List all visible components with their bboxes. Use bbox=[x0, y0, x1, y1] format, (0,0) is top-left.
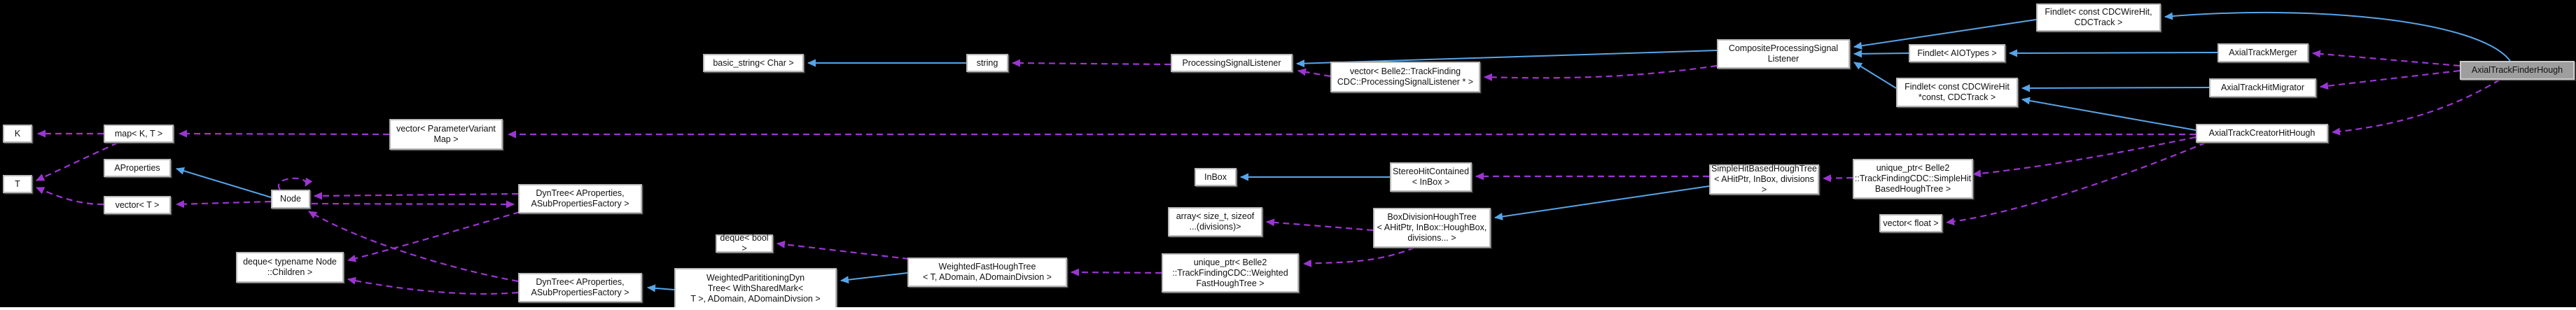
node-vector-parameter-variant-map[interactable]: vector< ParameterVariant Map > bbox=[389, 119, 503, 150]
edge-boxdiv-array bbox=[1266, 218, 1374, 232]
edge-uptrwfht-wfht bbox=[1071, 268, 1162, 276]
edge-psl-string bbox=[1012, 59, 1171, 67]
node-box-division-hough-tree[interactable]: BoxDivisionHoughTree < AHitPtr, InBox::H… bbox=[1373, 208, 1491, 248]
node-axial-track-finder-hough[interactable]: AxialTrackFinderHough bbox=[2460, 61, 2575, 80]
node-axial-track-creator-hit-hough[interactable]: AxialTrackCreatorHitHough bbox=[2196, 124, 2328, 143]
edge-creator-uptrsimple bbox=[1972, 136, 2196, 178]
node-axial-track-merger[interactable]: AxialTrackMerger bbox=[2218, 43, 2309, 62]
edge-node-selfloop bbox=[277, 177, 313, 190]
edge-dyntreeupper-node bbox=[314, 192, 519, 200]
node-weighted-fast-hough-tree[interactable]: WeightedFastHoughTree < T, ADomain, ADom… bbox=[907, 258, 1067, 287]
node-processing-signal-listener[interactable]: ProcessingSignalListener bbox=[1171, 54, 1293, 72]
page-bottom-strip bbox=[0, 307, 2576, 310]
usage-edges bbox=[36, 50, 2500, 295]
node-dyntree-upper[interactable]: DynTree< AProperties, ASubPropertiesFact… bbox=[518, 184, 642, 213]
edge-creator-findletwhct bbox=[2021, 97, 2196, 131]
node-aproperties[interactable]: AProperties bbox=[104, 159, 171, 177]
node-weighted-partitioning-dyn-tree[interactable]: WeightedParititioningDyn Tree< WithShare… bbox=[674, 268, 837, 309]
edge-dyntreeupper-dequechildren bbox=[347, 211, 520, 262]
edge-node-vectort bbox=[176, 200, 272, 209]
node-stereo-hit-contained-inbox[interactable]: StereoHitContained < InBox > bbox=[1390, 162, 1472, 192]
node-composite-processing-signal-listener[interactable]: CompositeProcessingSignal Listener bbox=[1717, 39, 1850, 69]
edge-boxdiv-uptrwfht bbox=[1303, 246, 1415, 267]
edge-dyntreelower-dequechildren bbox=[347, 276, 519, 295]
edge-finder-creator bbox=[2332, 79, 2500, 136]
node-deque-node-children[interactable]: deque< typename Node ::Children > bbox=[236, 252, 344, 283]
edge-composite-psl bbox=[1296, 50, 1718, 68]
node-t[interactable]: T bbox=[3, 175, 32, 193]
node-findlet-aiotypes[interactable]: Findlet< AIOTypes > bbox=[1909, 44, 2005, 62]
node-inbox[interactable]: InBox bbox=[1195, 168, 1237, 186]
edge-merger-findletaio bbox=[2009, 49, 2218, 57]
node-simple-hit-based-hough-tree[interactable]: SimpleHitBasedHoughTree < AHitPtr, InBox… bbox=[1709, 164, 1819, 195]
node-vector-t[interactable]: vector< T > bbox=[104, 196, 171, 214]
node-string[interactable]: string bbox=[966, 54, 1008, 72]
node-findlet-const-cdcwirehit-const-cdctrack[interactable]: Findlet< const CDCWireHit *const, CDCTra… bbox=[1896, 78, 2018, 107]
edge-creator-vectorfloat bbox=[1946, 141, 2206, 225]
node-map-k-t[interactable]: map< K, T > bbox=[104, 125, 174, 143]
node-vector-processing-signal-listener[interactable]: vector< Belle2::TrackFinding CDC::Proces… bbox=[1330, 62, 1480, 92]
node-vector-float[interactable]: vector< float > bbox=[1879, 214, 1942, 232]
node-unique-ptr-weighted-fast-hough-tree[interactable]: unique_ptr< Belle2 ::TrackFindingCDC::We… bbox=[1162, 253, 1299, 293]
node-unique-ptr-simple-hit-based-hough-tree[interactable]: unique_ptr< Belle2 ::TrackFindingCDC::Si… bbox=[1853, 159, 1973, 199]
edge-finder-merger bbox=[2312, 50, 2460, 67]
edge-findletwht-composite bbox=[1853, 19, 2037, 50]
edge-finder-migrator bbox=[2320, 69, 2460, 90]
edge-simple-boxdiv bbox=[1494, 185, 1710, 220]
edge-migrator-findletwhct bbox=[2021, 84, 2210, 92]
edge-composite-vecpsl bbox=[1484, 64, 1718, 81]
edge-findletaio-composite bbox=[1853, 50, 1909, 58]
edge-finder-findletwht bbox=[2164, 11, 2511, 62]
edge-findletwhct-composite bbox=[1853, 62, 1897, 89]
node-findlet-const-cdcwirehit-cdctrack[interactable]: Findlet< const CDCWireHit, CDCTrack > bbox=[2036, 3, 2161, 31]
edge-wfht-dequebool bbox=[777, 240, 910, 260]
node-deque-bool[interactable]: deque< bool > bbox=[716, 233, 773, 253]
node-basic-string-char[interactable]: basic_string< Char > bbox=[703, 54, 804, 72]
node-dyntree-lower[interactable]: DynTree< AProperties, ASubPropertiesFact… bbox=[518, 273, 642, 302]
node-axial-track-hit-migrator[interactable]: AxialTrackHitMigrator bbox=[2209, 78, 2316, 97]
node-k[interactable]: K bbox=[3, 125, 32, 143]
edge-wfht-wpdt bbox=[840, 272, 908, 284]
edge-wpdt-dyntreelower bbox=[647, 284, 675, 293]
inheritance-edges bbox=[176, 11, 2511, 293]
edge-node-aproperties bbox=[176, 167, 272, 198]
edge-map-t bbox=[36, 142, 118, 181]
edge-vectort-t bbox=[36, 186, 104, 206]
edge-vecpsl-psl bbox=[1297, 68, 1331, 78]
node-array-sizeof-divisions[interactable]: array< size_t, sizeof ...(divisions)> bbox=[1168, 207, 1262, 237]
node-node[interactable]: Node bbox=[271, 190, 310, 209]
